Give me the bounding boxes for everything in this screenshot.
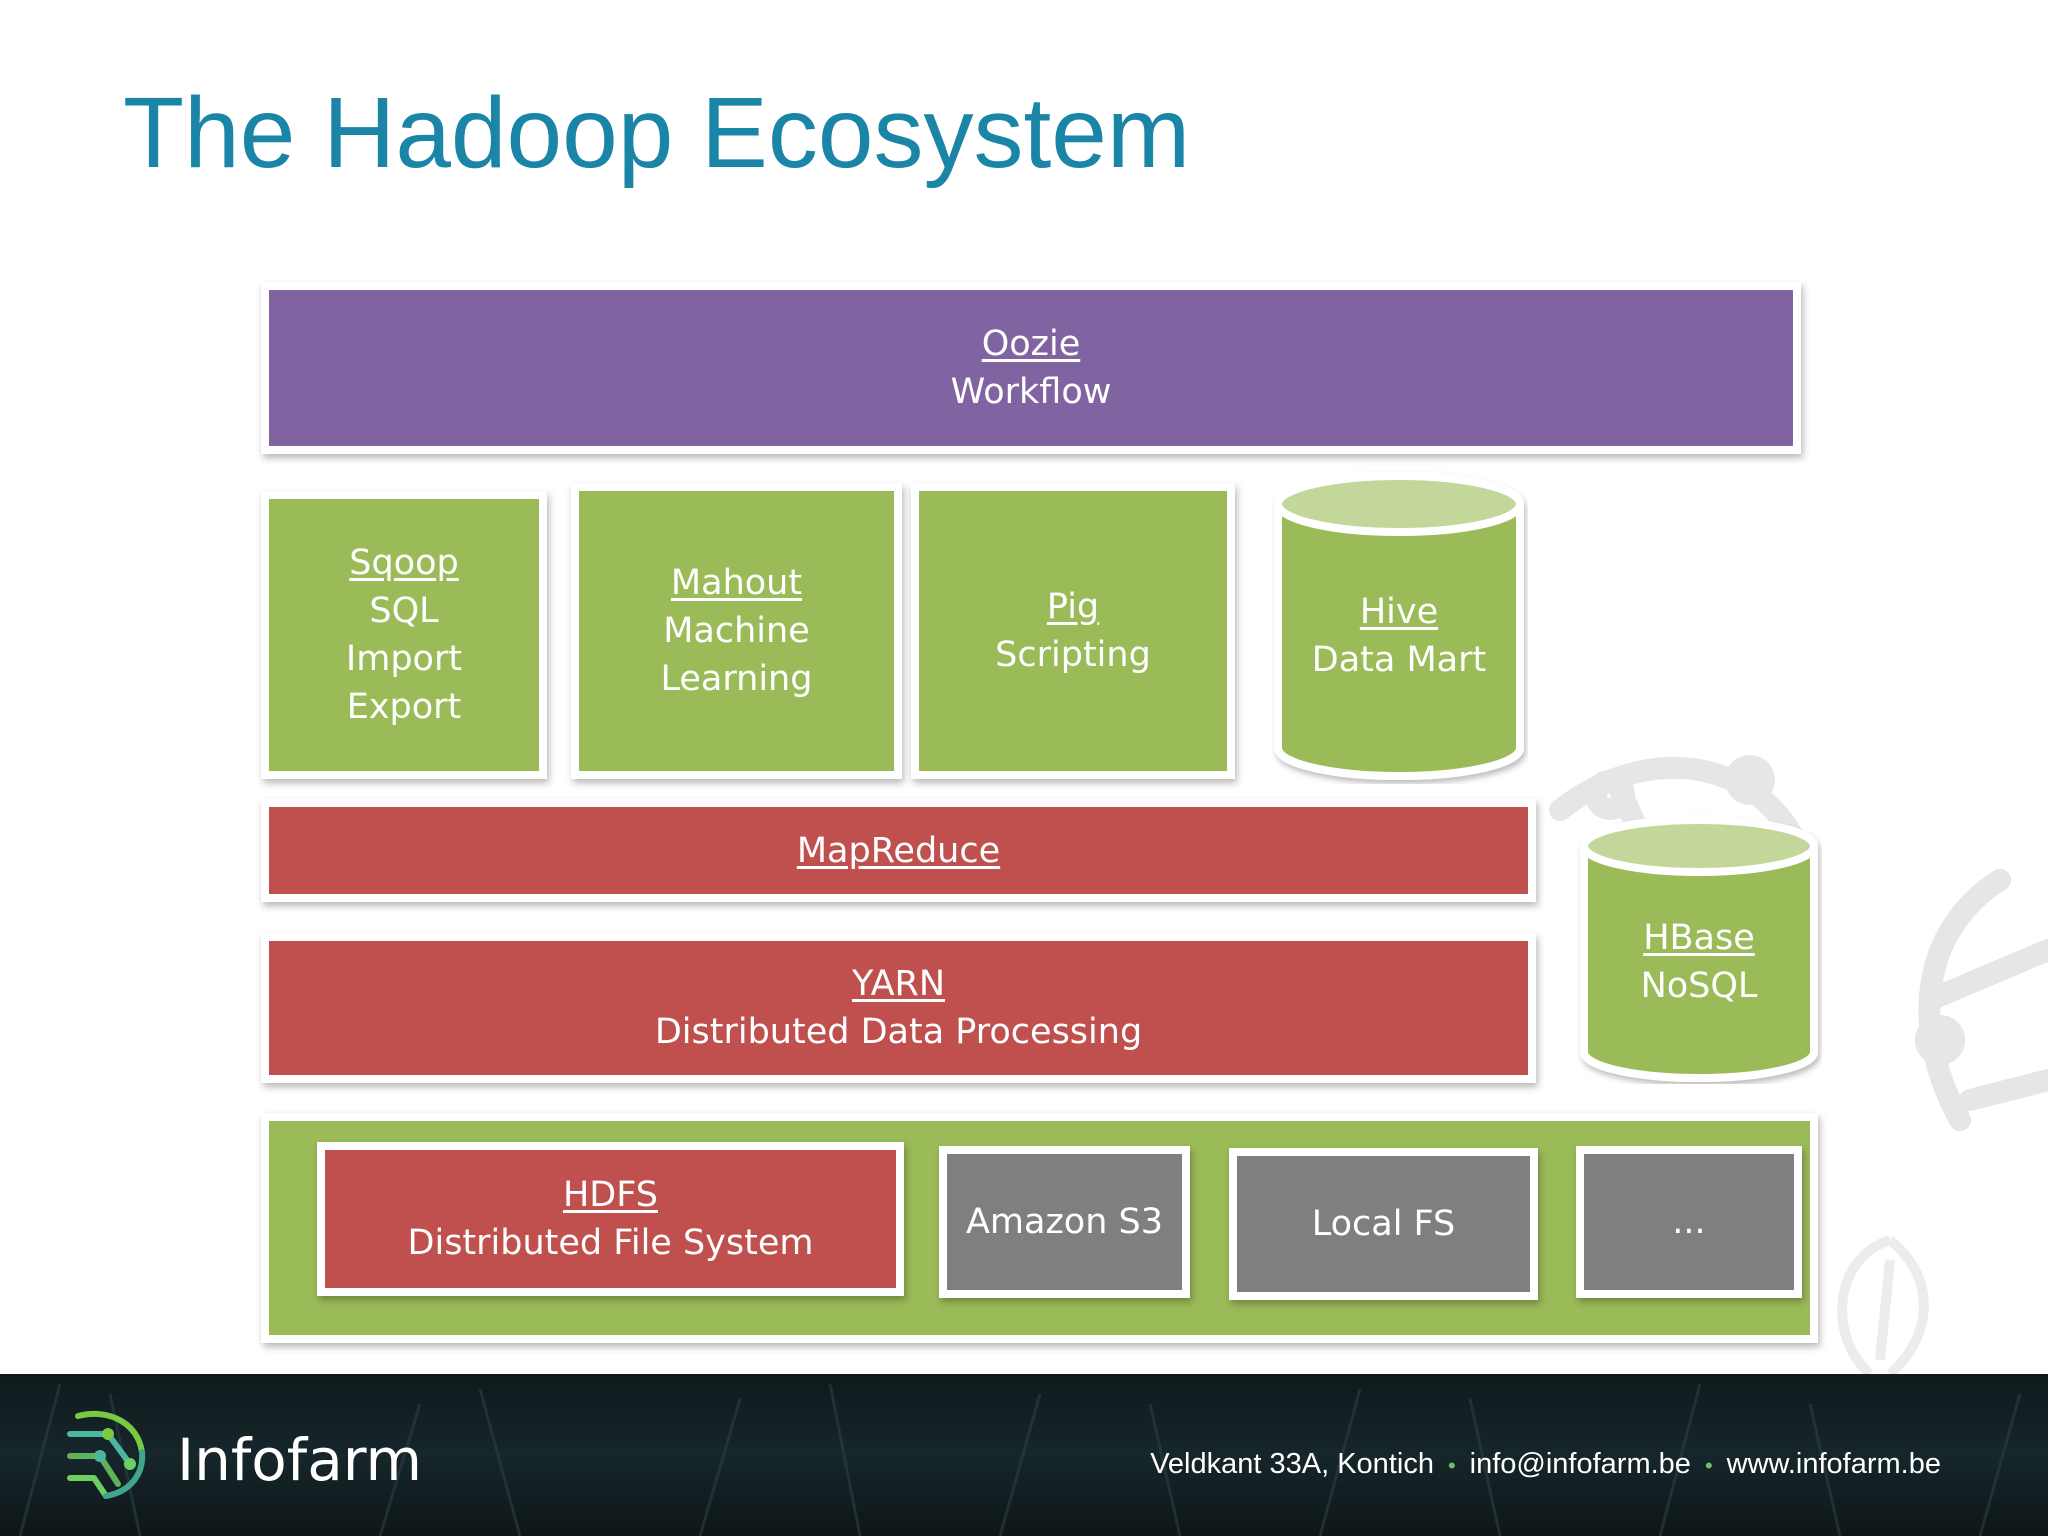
mahout-desc-machine: Machine [663,611,810,651]
hive-cylinder-shape [1274,472,1524,780]
oozie-layer: Oozie Workflow [261,282,1801,454]
contact-info: Veldkant 33A, Kontich • info@infofarm.be • w… [1150,1448,1941,1481]
sqoop-name[interactable]: Sqoop [349,543,459,583]
hive-block: Hive Data Mart [1270,468,1528,784]
hive-desc: Data Mart [1311,640,1487,680]
leaf-watermark-icon [1549,755,2048,1374]
yarn-name[interactable]: YARN [851,964,946,1004]
hdfs-name[interactable]: HDFS [562,1175,658,1215]
mapreduce-layer: MapReduce [261,799,1536,902]
hbase-desc: NoSQL [1640,966,1758,1006]
oozie-name[interactable]: Oozie [981,324,1081,364]
local-fs-block[interactable]: Local FS [1229,1148,1538,1300]
pig-block: Pig Scripting [911,483,1235,779]
yarn-layer: YARN Distributed Data Processing [261,933,1536,1083]
separator-dot-1: • [1447,1453,1456,1478]
footer-website[interactable]: www.infofarm.be [1726,1448,1941,1480]
hdfs-desc: Distributed File System [407,1223,814,1263]
sqoop-desc-sql: SQL [369,591,439,631]
footer-address: Veldkant 33A, Kontich [1150,1448,1434,1480]
brand-name: Infofarm [177,1426,423,1494]
yarn-desc: Distributed Data Processing [654,1012,1143,1052]
local-fs-label: Local FS [1311,1204,1456,1244]
footer-bar: Infofarm Veldkant 33A, Kontich • info@info… [0,1374,2048,1536]
oozie-desc: Workflow [950,372,1112,412]
mahout-desc-learning: Learning [660,659,813,699]
hive-name[interactable]: Hive [1359,592,1439,632]
sqoop-desc-import: Import [345,639,463,679]
amazon-s3-label: Amazon S3 [965,1202,1164,1242]
amazon-s3-block[interactable]: Amazon S3 [939,1146,1190,1298]
more-storage-block[interactable]: ... [1576,1146,1802,1298]
hbase-block: HBase NoSQL [1576,812,1822,1084]
mahout-name[interactable]: Mahout [670,563,803,603]
mapreduce-name[interactable]: MapReduce [796,830,1001,871]
more-storage-label: ... [1672,1202,1706,1242]
mahout-block: Mahout Machine Learning [571,483,902,779]
page-title: The Hadoop Ecosystem [123,77,1191,189]
pig-desc: Scripting [995,635,1151,675]
hdfs-block: HDFS Distributed File System [317,1142,904,1296]
hbase-name[interactable]: HBase [1643,918,1755,958]
separator-dot-2: • [1704,1453,1713,1478]
sqoop-desc-export: Export [346,687,462,727]
sqoop-block: Sqoop SQL Import Export [261,491,547,779]
pig-name[interactable]: Pig [1046,587,1100,627]
footer-email[interactable]: info@infofarm.be [1469,1448,1691,1480]
hbase-cylinder-shape [1580,816,1818,1082]
infofarm-logo-icon [67,1410,146,1499]
